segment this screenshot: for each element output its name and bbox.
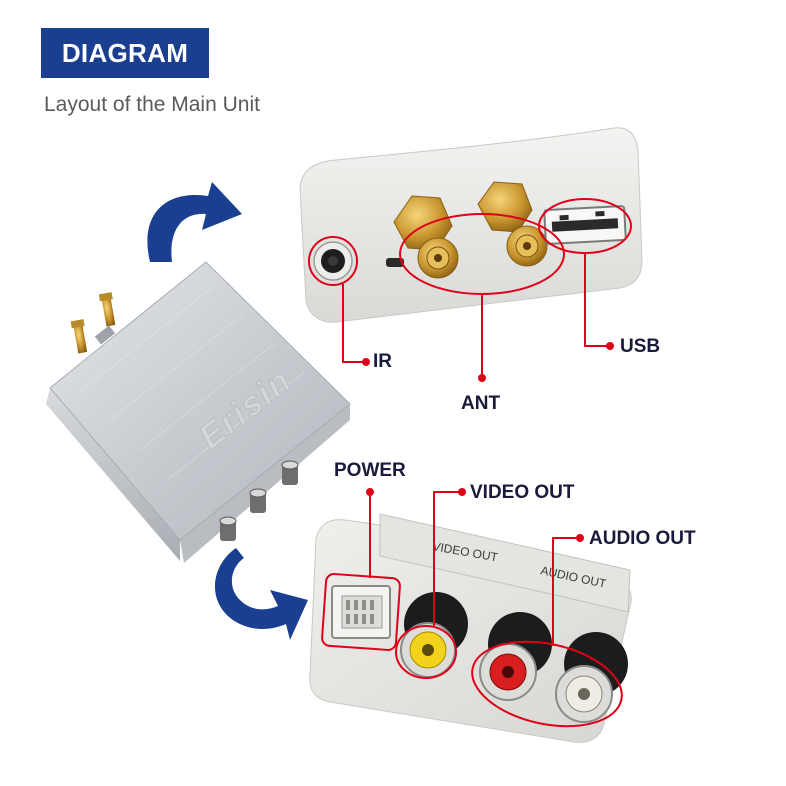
audio-highlight-ring [471,640,623,728]
sma-connector-right [477,181,548,267]
power-connector [331,585,391,639]
curved-arrow-bottom-icon [214,548,308,640]
diagram-badge: DIAGRAM [41,28,209,78]
led-window [386,258,404,267]
usb-dot [606,342,614,350]
top-panel [299,127,643,323]
callout-label-usb: USB [620,336,661,357]
usb-leader-line [584,253,610,347]
main-unit-top [49,261,351,541]
main-unit-side [46,388,180,561]
audio-leader-line [552,537,580,646]
unit-rca-jacks [219,460,299,541]
top-panel-body [299,127,643,323]
usb-port [543,205,627,245]
bottom-panel: VIDEO OUT AUDIO OUT [309,513,632,743]
ir-highlight-ring [308,236,358,286]
ir-leader-line [342,284,366,363]
ir-dot [362,358,370,366]
curved-arrow-top-icon [147,182,242,262]
main-unit: Erisin [46,261,351,563]
callout-label-video-out: VIDEO OUT [470,482,575,503]
callout-label-power: POWER [334,460,406,481]
callout-label-ant: ANT [461,393,501,414]
callout-label-ir: IR [373,351,392,372]
callout-label-audio-out: AUDIO OUT [589,528,696,549]
video-dot [458,488,466,496]
video-highlight-ring [395,625,457,679]
video-leader-line [433,491,462,626]
callout-dots [362,342,614,542]
ir-jack [313,241,353,281]
rca-red-audio [479,612,552,701]
page-subtitle: Layout of the Main Unit [44,93,260,116]
unit-antenna-connectors [70,292,116,354]
power-dot [366,488,374,496]
power-highlight-ring [321,573,401,651]
ant-dot [478,374,486,382]
callout-overlays [308,198,632,728]
rca-white-audio [555,632,628,723]
audio-dot [576,534,584,542]
